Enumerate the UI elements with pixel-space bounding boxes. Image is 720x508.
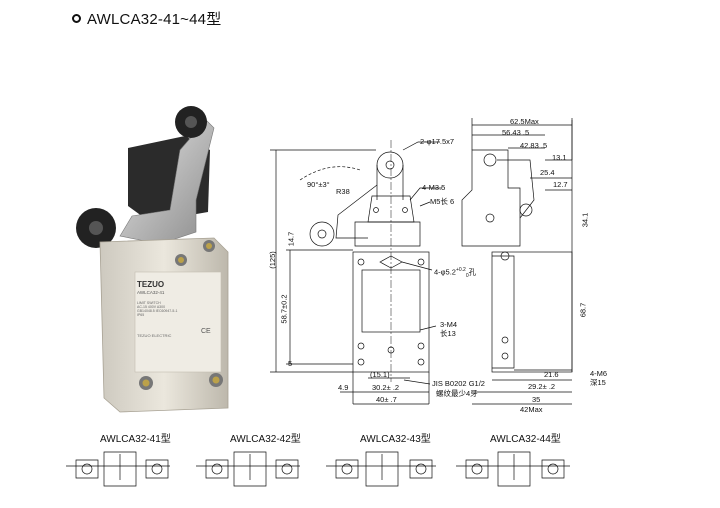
note-hole-17-5: 2-φ17.5x7 (420, 137, 455, 146)
dim-35: 35 (532, 395, 541, 404)
dim-56-43: 56.43 .5 (502, 129, 529, 137)
variant-label-44: AWLCA32-44型 (490, 434, 561, 445)
note-m6: 4-M6 (590, 369, 608, 378)
dim-12-7: 12.7 (553, 180, 568, 189)
dim-5: 5 (288, 359, 293, 368)
dim-29-2: 29.2± .2 (528, 383, 555, 391)
dim-40: 40± .7 (376, 396, 397, 404)
dim-68-7: 68.7 (578, 302, 588, 318)
model-text: AWLCA32-41 (137, 290, 165, 295)
variant-outline-43 (326, 451, 436, 487)
dim-30-2-value: 30.2± (372, 383, 391, 392)
product-label: TEZUO AWLCA32-41 LIMIT SWITCH AC-15 400V… (137, 280, 221, 338)
dim-25-4: 25.4 (540, 168, 555, 177)
ce-mark: CE (201, 328, 211, 335)
dim-40-value: 40± (376, 395, 389, 404)
dim-62-5: 62.5Max (510, 117, 539, 126)
dim-42: 42Max (520, 405, 543, 414)
dim-56-43-tol: .5 (522, 128, 530, 137)
dim-42-83-value: 42.83 (520, 141, 539, 150)
spec-line-1: LIMIT SWITCH (137, 301, 161, 305)
bullet-circle-icon (72, 14, 81, 23)
variant-label-43: AWLCA32-43型 (360, 434, 431, 445)
variant-outline-41 (66, 451, 170, 487)
maker-text: TEZUO ELECTRIC (137, 333, 172, 338)
dim-30-2-tol: .2 (392, 383, 400, 392)
variant-label-42: AWLCA32-42型 (230, 434, 301, 445)
dim-58-7: 58.7±0.2 (279, 294, 289, 324)
dim-125: (125) (267, 251, 277, 269)
page-title: AWLCA32-41~44型 (87, 11, 222, 28)
dim-4-9: 4.9 (338, 383, 349, 392)
dim-13-1: 13.1 (552, 153, 567, 162)
dim-29-2-value: 29.2± (528, 382, 547, 391)
dim-21-6: 21.6 (544, 370, 559, 379)
dim-56-43-value: 56.43 (502, 128, 521, 137)
note-hole-5-2-value: 4-φ5.2 (434, 267, 456, 277)
dim-angle: 90°±3° (307, 180, 330, 189)
dim-15-1: (15.1) (370, 370, 390, 379)
note-m5: M5长 6 (430, 197, 455, 206)
dim-30-2: 30.2± .2 (372, 384, 399, 392)
spec-line-3: GB14048.5 IEC60947-5-1 (137, 309, 178, 313)
note-hole-5-2: 4-φ5.2+0.20孔 (434, 266, 476, 280)
page-header: AWLCA32-41~44型 (72, 8, 221, 29)
variant-outline-44 (456, 451, 570, 487)
dim-40-tol: .7 (390, 395, 397, 404)
note-thread: 螺纹最少4牙 (436, 389, 478, 398)
note-m6-depth: 深15 (590, 378, 606, 387)
dim-29-2-tol: .2 (548, 382, 556, 391)
dim-42-83-tol: .5 (540, 141, 548, 150)
dim-14-7: 14.7 (286, 231, 296, 247)
variant-label-41: AWLCA32-41型 (100, 434, 171, 445)
note-m3-5: 4-M3.5 (422, 183, 446, 192)
note-m4-len: 长13 (440, 329, 456, 338)
spec-line-4: IP65 (137, 313, 145, 317)
dim-42-83: 42.83 .5 (520, 142, 547, 150)
spec-line-2: AC-15 400V A300 (137, 305, 166, 309)
note-hole-5-2-tol2: 0 (465, 273, 469, 279)
note-hole-5-2-suffix: 孔 (468, 267, 477, 277)
dim-r38: R38 (336, 187, 350, 196)
dim-34-1: 34.1 (580, 212, 590, 228)
note-jis: JIS B0202 G1/2 (432, 379, 485, 388)
variant-outline-42 (196, 451, 300, 487)
note-m4: 3-M4 (440, 320, 458, 329)
note-hole-5-2-tol: +0.2 (455, 267, 466, 273)
brand-text: TEZUO (137, 280, 165, 289)
